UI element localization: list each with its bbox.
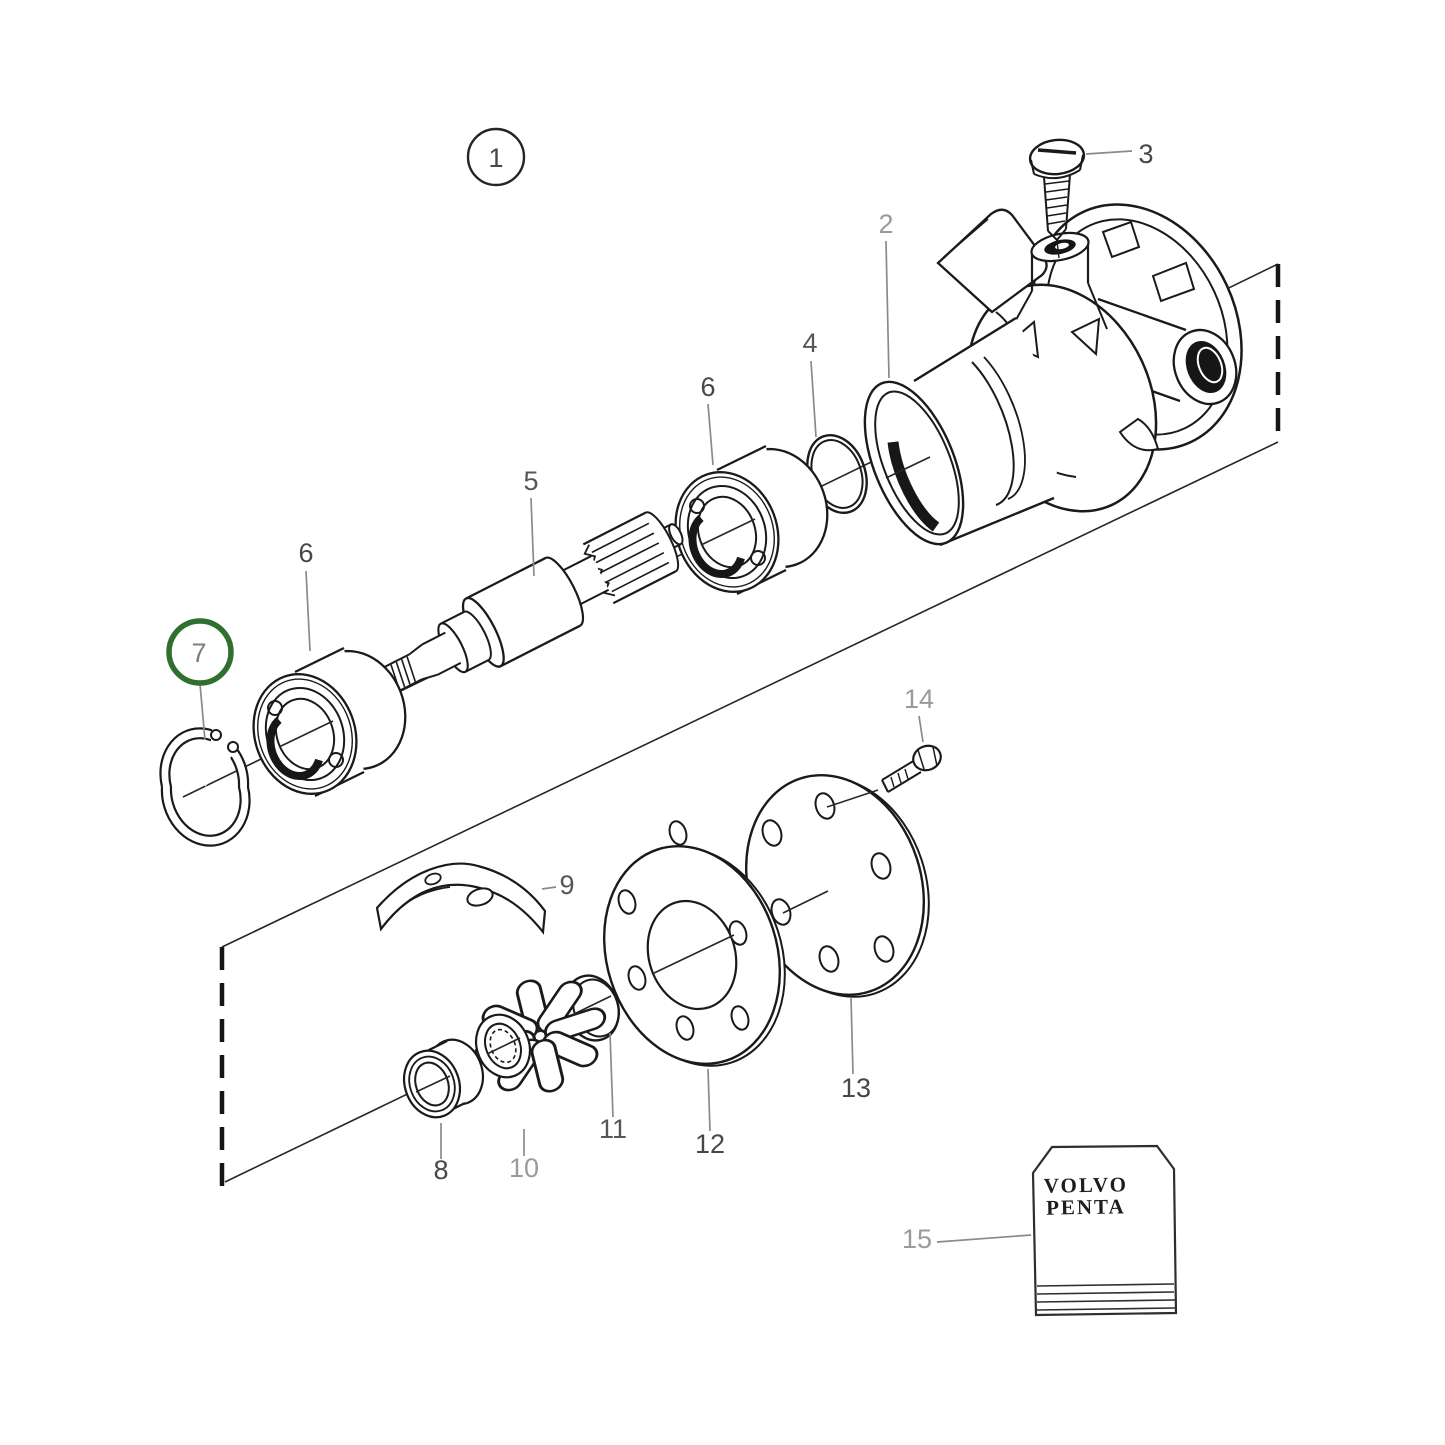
part-pump-housing [863,203,1243,547]
callout-8-label: 8 [433,1155,448,1185]
callout-5-label: 5 [523,466,538,496]
callout-1-label: 1 [488,143,503,173]
part-bearing-lower [252,646,407,798]
part-wear-plate [375,862,547,935]
callout-12-label: 12 [695,1129,725,1159]
cut-plane-dashed-lines [219,264,1281,1186]
callout-labels: 1 7 2 3 4 5 6 6 8 9 10 11 12 13 14 15 [166,127,1154,1254]
part-end-cover [744,774,930,998]
brand-line2: PENTA [1046,1194,1126,1219]
figure-ref-circle [466,127,526,187]
part-screw-cover [826,744,942,808]
callout-7-label: 7 [191,638,206,668]
callout-2-label: 2 [878,209,893,239]
highlight-circle [166,618,234,686]
axis-bore-segments [278,456,931,1093]
callout-leader-lines [199,150,1133,1243]
callout-11-label: 11 [599,1114,627,1144]
part-brand-box: VOLVO PENTA [1031,1144,1178,1317]
callout-9-label: 9 [559,870,574,900]
part-screw-top [1028,138,1086,259]
callout-13-label: 13 [841,1073,871,1103]
callout-14-label: 14 [904,684,934,714]
callout-4-label: 4 [802,328,817,358]
brand-line1: VOLVO [1044,1172,1129,1197]
callout-10-label: 10 [509,1153,539,1183]
callout-3-label: 3 [1138,139,1153,169]
part-circlip [159,724,251,847]
callout-15-label: 15 [902,1224,932,1254]
callout-6-lower-label: 6 [298,538,313,568]
callout-6-upper-label: 6 [700,372,715,402]
